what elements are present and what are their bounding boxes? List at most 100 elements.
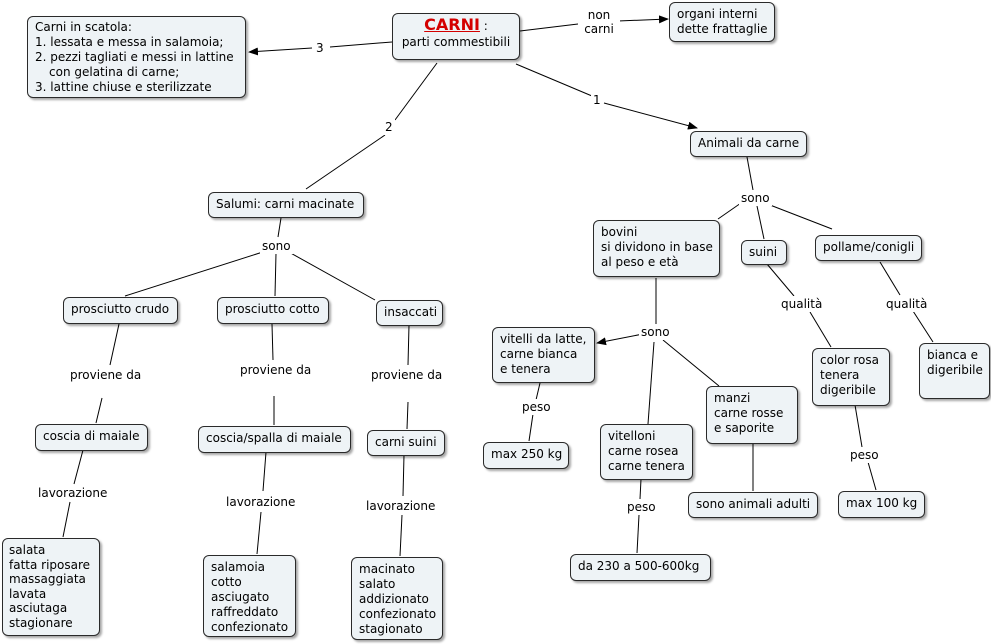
label-sono-animali: sono [739, 190, 772, 206]
salata-line-5: asciutaga [9, 601, 68, 615]
pollame-text: pollame/conigli [823, 240, 915, 254]
carni-colon: : [479, 19, 488, 33]
biancadig-node: bianca e digeribile [919, 343, 990, 399]
label-proviene-crudo: proviene da [68, 367, 144, 383]
salata-line-2: fatta riposare [9, 557, 91, 572]
colorrosa-line-1: color rosa [820, 353, 879, 367]
macinato-line-1: macinato [359, 562, 415, 576]
bovini-line-2: si dividono in base [601, 240, 713, 254]
label-carni: carni [584, 22, 614, 36]
label-one: 1 [591, 92, 603, 108]
label-sono-bovini: sono [639, 324, 672, 340]
salamoia-line-5: confezionato [211, 620, 289, 634]
scatola-line-4: con gelatina di carne; [49, 65, 180, 79]
label-lavorazione-cotto: lavorazione [224, 494, 298, 510]
label-sono-salumi: sono [260, 238, 293, 254]
vitelloni-line-3: carne tenera [608, 459, 685, 473]
coscia-node: coscia di maiale [35, 424, 148, 451]
coscia-spalla-text: coscia/spalla di maiale [206, 431, 342, 445]
scatola-line-2: 1. lessata e messa in salamoia; [35, 35, 224, 49]
manzi-line-3: e saporite [714, 421, 775, 435]
organi-node: organi interni dette frattaglie [669, 2, 775, 42]
cotto-text: prosciutto cotto [225, 302, 320, 316]
label-proviene-cotto: proviene da [238, 362, 314, 378]
salamoia-line-1: salamoia [211, 560, 266, 574]
colorrosa-line-2: tenera [820, 368, 860, 382]
insaccati-text: insaccati [384, 305, 438, 319]
macinato-line-2: salato [359, 577, 396, 591]
manzi-line-1: manzi [714, 391, 751, 405]
carni-subtitle: parti commestibili [401, 35, 511, 49]
carni-suini-text: carni suini [375, 435, 437, 449]
label-peso-vitelloni: peso [625, 499, 658, 515]
max100-node: max 100 kg [838, 491, 925, 518]
macinato-line-5: stagionato [359, 622, 423, 636]
label-lavorazione-crudo: lavorazione [36, 485, 110, 501]
label-peso-vitelli: peso [520, 399, 553, 415]
colorrosa-node: color rosa tenera digeribile [812, 348, 890, 406]
salamoia-node: salamoia cotto asciugato raffreddato con… [203, 555, 296, 637]
animali-text: Animali da carne [698, 136, 800, 150]
suini-node: suini [741, 240, 787, 265]
vitelloni-node: vitelloni carne rosea carne tenera [600, 424, 693, 480]
label-three: 3 [314, 40, 326, 56]
cotto-node: prosciutto cotto [217, 297, 329, 324]
label-lavorazione-insaccati: lavorazione [364, 498, 438, 514]
salata-line-4: lavata [9, 586, 47, 601]
adulti-node: sono animali adulti [688, 492, 818, 518]
organi-line-1: organi interni [677, 7, 758, 21]
insaccati-node: insaccati [376, 300, 443, 326]
bovini-node: bovini si dividono in base al peso e età [593, 220, 720, 277]
salata-node: salata fatta riposare massaggiata lavata… [2, 538, 100, 636]
salamoia-line-4: raffreddato [211, 605, 279, 619]
scatola-line-1: Carni in scatola: [35, 20, 132, 34]
vitelloni-line-2: carne rosea [608, 444, 679, 458]
carni-title: CARNI [424, 15, 480, 34]
macinato-node: macinato salato addizionato confezionato… [351, 557, 443, 640]
scatola-node: Carni in scatola: 1. lessata e messa in … [27, 16, 246, 98]
label-peso-suini: peso [848, 447, 881, 463]
biancadig-line-1: bianca e [927, 348, 979, 362]
adulti-text: sono animali adulti [696, 497, 811, 511]
macinato-line-3: addizionato [359, 592, 429, 606]
suini-text: suini [749, 245, 778, 259]
crudo-node: prosciutto crudo [63, 297, 178, 324]
salamoia-line-2: cotto [211, 575, 242, 589]
organi-line-2: dette frattaglie [677, 22, 768, 36]
macinato-line-4: confezionato [359, 607, 437, 621]
label-qualita-suini: qualità [779, 296, 825, 312]
salata-line-6: stagionare [9, 615, 73, 630]
biancadig-line-2: digeribile [927, 363, 983, 377]
scatola-line-3: 2. pezzi tagliati e messi in lattine [35, 50, 234, 64]
vitelli-line-2: carne bianca [500, 347, 578, 361]
vitelli-node: vitelli da latte, carne bianca e tenera [492, 327, 595, 383]
max250-node: max 250 kg [483, 442, 569, 469]
animali-node: Animali da carne [690, 131, 807, 157]
salumi-node: Salumi: carni macinate [208, 192, 364, 218]
label-two: 2 [383, 119, 395, 135]
colorrosa-line-3: digeribile [820, 383, 876, 397]
manzi-node: manzi carne rosse e saporite [706, 386, 798, 444]
coscia-spalla-node: coscia/spalla di maiale [198, 426, 351, 453]
manzi-line-2: carne rosse [714, 406, 784, 420]
carni-root-node: CARNI : parti commestibili [392, 13, 520, 60]
label-qualita-pollame: qualità [884, 296, 930, 312]
pollame-node: pollame/conigli [815, 235, 922, 261]
label-non-carni: non carni [578, 7, 620, 37]
max100-text: max 100 kg [846, 496, 918, 510]
salamoia-line-3: asciugato [211, 590, 270, 604]
label-proviene-insaccati: proviene da [369, 367, 445, 383]
label-non: non [587, 8, 611, 22]
bovini-line-1: bovini [601, 225, 638, 239]
salata-line-1: salata [9, 543, 46, 557]
scatola-line-5: 3. lattine chiuse e sterilizzate [35, 80, 212, 94]
vitelli-line-3: e tenera [500, 362, 551, 376]
salumi-text: Salumi: carni macinate [216, 197, 355, 211]
carni-suini-node: carni suini [367, 430, 445, 456]
vitelli-line-1: vitelli da latte, [500, 332, 587, 346]
peso230-text: da 230 a 500-600kg [578, 559, 700, 573]
salata-line-3: massaggiata [9, 572, 86, 586]
vitelloni-line-1: vitelloni [608, 429, 656, 443]
crudo-text: prosciutto crudo [71, 302, 170, 316]
